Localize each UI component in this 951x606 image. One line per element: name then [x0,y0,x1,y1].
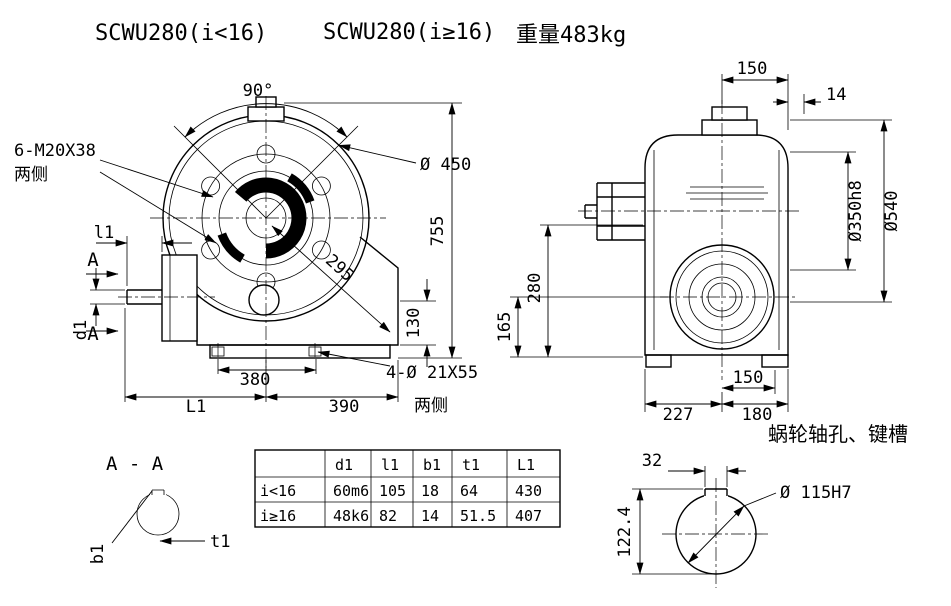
table-cell: 430 [515,482,542,500]
dim-b1: b1 [88,544,108,564]
dim-755: 755 [428,216,448,247]
dim-14: 14 [826,85,846,105]
table-cell: 14 [421,507,439,525]
dim-dia-540: Ø540 [882,191,902,232]
table-cell: 60m6 [333,482,369,500]
plug-circle [248,284,280,316]
dim-150-bottom: 150 [733,368,764,388]
dim-227: 227 [663,405,694,425]
titles: SCWU280(i<16) SCWU280(i≥16) 重量483kg [95,20,626,48]
section-mark-A-bottom: A [87,323,99,345]
table-cell: 105 [379,482,406,500]
dim-122-4: 122.4 [615,506,635,557]
side-foot [761,354,789,368]
table-cell: 82 [379,507,397,525]
keyway-title: 蜗轮轴孔、键槽 [768,422,908,446]
side-view: 150 14 Ø350h8 Ø540 280 165 150 2 [495,59,902,425]
side-input-shaft [596,182,645,241]
table-cell: 64 [460,482,478,500]
dim-d1: d1 [71,320,91,340]
dim-280: 280 [525,273,545,304]
spec-table: d1 l1 b1 t1 L1 i<16 60m6 105 18 64 430 i… [254,449,561,528]
section-mark-A-top: A [87,249,99,271]
table-cell: 48k6 [333,507,369,525]
label-foot-slots-note: 两侧 [414,396,448,416]
dim-180: 180 [742,405,773,425]
dim-L1: L1 [186,397,206,417]
label-foot-slots: 4-Ø 21X55 [386,363,478,383]
side-foot [645,354,672,368]
label-bolts: 6-M20X38 [14,141,96,161]
table-row-label: i≥16 [260,507,296,525]
table-header-L1: L1 [517,456,535,474]
dim-angle-90: 90° [243,81,274,101]
table-header-l1: l1 [381,456,399,474]
base-plate [209,344,391,359]
shaft-keyway [151,489,165,495]
table-cell: 51.5 [460,507,496,525]
input-flange [161,254,198,342]
dim-390: 390 [329,397,360,417]
dim-32: 32 [642,451,662,471]
title-model-large: SCWU280(i≥16) [323,20,495,45]
dim-dia-450: Ø 450 [420,155,471,175]
dim-dia-115H7: Ø 115H7 [780,483,852,503]
title-weight: 重量483kg [516,23,626,48]
bolt-hole [311,176,331,196]
dim-dia-350h8: Ø350h8 [846,180,866,241]
title-model-small: SCWU280(i<16) [95,21,267,46]
dim-295: 295 [321,251,357,286]
side-top-lug [701,119,758,136]
front-view: 90° Ø 450 755 295 130 380 L1 390 [14,81,478,417]
dim-165: 165 [495,312,515,343]
table-header-d1: d1 [335,456,353,474]
dim-130: 130 [404,308,424,339]
label-bolts-note: 两侧 [14,165,48,185]
table-cell: 18 [421,482,439,500]
table-row-label: i<16 [260,482,296,500]
table-cell: 407 [515,507,542,525]
dim-380: 380 [240,370,271,390]
section-aa-label: A - A [106,453,164,475]
keyway-view: 蜗轮轴孔、键槽 32 Ø 115H7 122.4 [615,422,908,588]
dim-t1: t1 [210,532,230,552]
table-header-t1: t1 [462,456,480,474]
shaft-section-circle [136,492,180,536]
section-aa-view: A - A b1 t1 [88,453,230,564]
dim-150-top: 150 [737,59,768,79]
table-header-b1: b1 [423,456,441,474]
dim-l1: l1 [94,223,114,243]
